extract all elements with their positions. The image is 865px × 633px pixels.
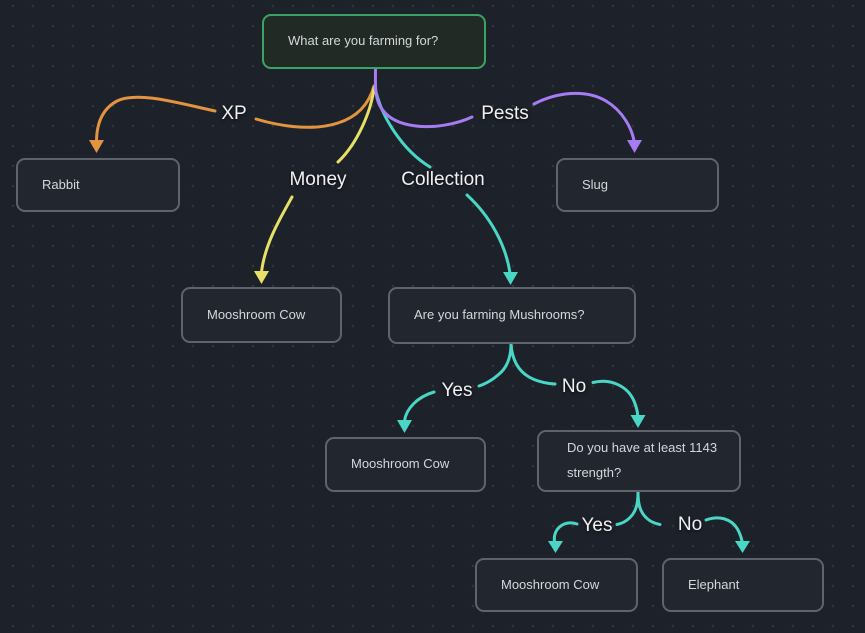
node-rabbit-label: Rabbit (42, 176, 80, 192)
node-strength-question-label: Do you have at least 1143 strength? (567, 440, 718, 480)
node-elephant-label: Elephant (688, 576, 740, 592)
node-mooshroom-cow-yes[interactable]: Mooshroom Cow (325, 437, 486, 492)
arrowhead-xp (89, 140, 104, 153)
edge-pests[interactable] (373, 66, 642, 153)
node-elephant[interactable]: Elephant (662, 558, 824, 612)
node-mooshroom-cow-strong[interactable]: Mooshroom Cow (475, 558, 638, 612)
node-mushroom-question[interactable]: Are you farming Mushrooms? (388, 287, 636, 344)
node-mooshroom-cow-yes-label: Mooshroom Cow (351, 456, 450, 472)
edge-label-strength-no[interactable]: No (677, 514, 703, 535)
edge-label-strength-yes[interactable]: Yes (581, 515, 613, 536)
node-mushroom-question-label: Are you farming Mushrooms? (414, 307, 585, 323)
edge-money[interactable] (254, 86, 376, 284)
node-slug[interactable]: Slug (556, 158, 719, 212)
edge-xp[interactable] (89, 84, 376, 153)
arrowhead-money (254, 271, 269, 284)
arrowhead-collection (503, 272, 518, 285)
arrowhead-strength-no (735, 541, 750, 553)
node-root-question[interactable]: What are you farming for? (262, 14, 486, 69)
node-mooshroom-cow-money[interactable]: Mooshroom Cow (181, 287, 342, 343)
edge-label-pests[interactable]: Pests (481, 103, 529, 124)
arrowhead-strength-yes (548, 541, 563, 553)
node-rabbit[interactable]: Rabbit (16, 158, 180, 212)
edge-strength-no[interactable] (636, 490, 750, 553)
node-mooshroom-cow-strong-label: Mooshroom Cow (501, 576, 600, 592)
edge-mushroom-yes[interactable] (397, 342, 513, 433)
edge-label-mushroom-yes[interactable]: Yes (441, 380, 473, 401)
node-slug-label: Slug (582, 176, 609, 192)
edge-label-xp[interactable]: XP (221, 103, 247, 124)
arrowhead-mushroom-yes (397, 420, 412, 433)
arrowhead-pests (627, 140, 642, 153)
edge-label-money[interactable]: Money (289, 169, 347, 190)
edge-label-mushroom-no[interactable]: No (561, 376, 587, 397)
edge-mushroom-no[interactable] (509, 342, 646, 428)
node-root-label: What are you farming for? (288, 33, 439, 49)
arrowhead-mushroom-no (630, 415, 646, 428)
node-strength-question[interactable]: Do you have at least 1143 strength? (537, 430, 741, 492)
edge-label-collection[interactable]: Collection (401, 169, 485, 190)
node-mooshroom-cow-money-label: Mooshroom Cow (207, 306, 306, 322)
